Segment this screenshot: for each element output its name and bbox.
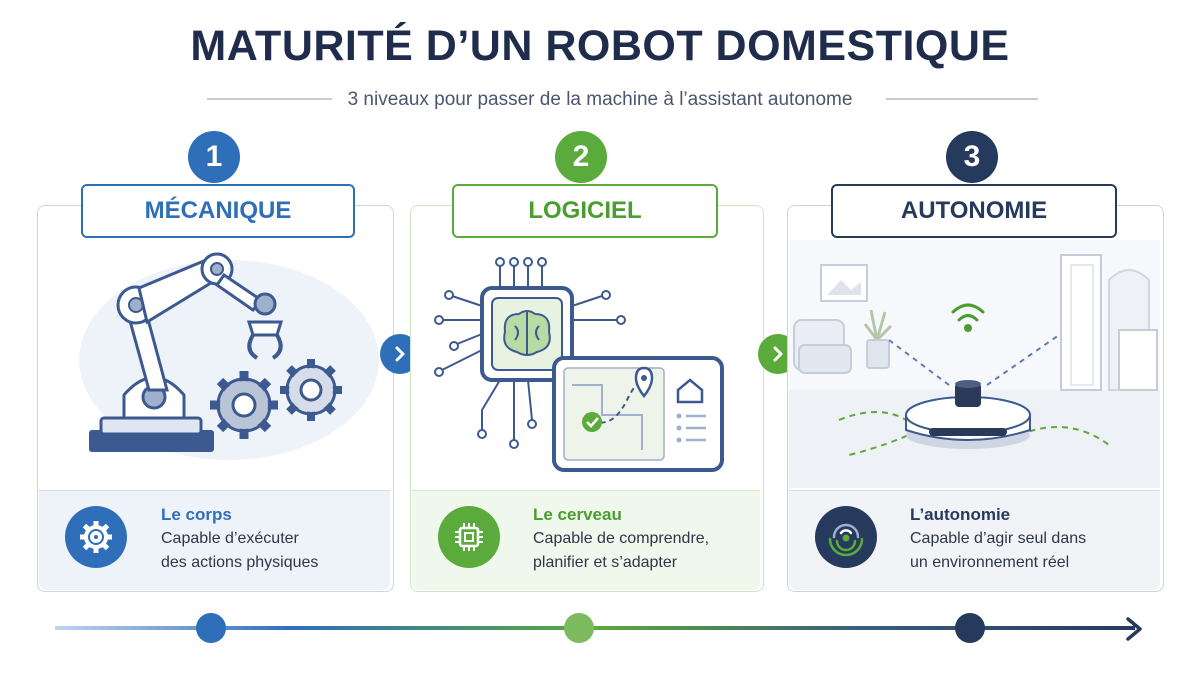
step-badge-2: 2 — [555, 131, 607, 183]
radar-icon — [815, 506, 877, 568]
timeline-dot-1 — [196, 613, 226, 643]
brain-chip-illustration — [412, 240, 760, 488]
chip-icon — [438, 506, 500, 568]
robot-arm-illustration — [39, 240, 390, 488]
page-title: MATURITÉ D’UN ROBOT DOMESTIQUE — [190, 22, 1010, 70]
page-subtitle: 3 niveaux pour passer de la machine à l’… — [347, 89, 853, 110]
stage-desc-mecanique-line2: des actions physiques — [161, 554, 319, 571]
robot-vacuum-illustration — [789, 240, 1160, 488]
stage-label-mecanique: MÉCANIQUE — [81, 184, 355, 238]
stage-title-logiciel: Le cerveau — [533, 505, 622, 524]
timeline-dot-2 — [564, 613, 594, 643]
stage-desc-logiciel-line1: Capable de comprendre, — [533, 530, 710, 547]
step-badge-1: 1 — [188, 131, 240, 183]
subtitle-divider-left — [207, 98, 332, 100]
subtitle-divider-right — [886, 98, 1038, 100]
timeline-line — [55, 626, 1135, 630]
step-badge-3: 3 — [946, 131, 998, 183]
stage-label-logiciel: LOGICIEL — [452, 184, 718, 238]
stage-desc-mecanique-line1: Capable d’exécuter — [161, 530, 299, 547]
stage-label-autonomie: AUTONOMIE — [831, 184, 1117, 238]
stage-desc-autonomie-line1: Capable d’agir seul dans — [910, 530, 1087, 547]
stage-title-mecanique: Le corps — [161, 505, 232, 524]
timeline-dot-3 — [955, 613, 985, 643]
stage-desc-autonomie-line2: un environnement réel — [910, 554, 1070, 571]
gear-icon — [65, 506, 127, 568]
arrow-right-icon — [1122, 616, 1148, 642]
stage-title-autonomie: L’autonomie — [910, 505, 1011, 524]
stage-desc-logiciel-line2: planifier et s’adapter — [533, 554, 678, 571]
